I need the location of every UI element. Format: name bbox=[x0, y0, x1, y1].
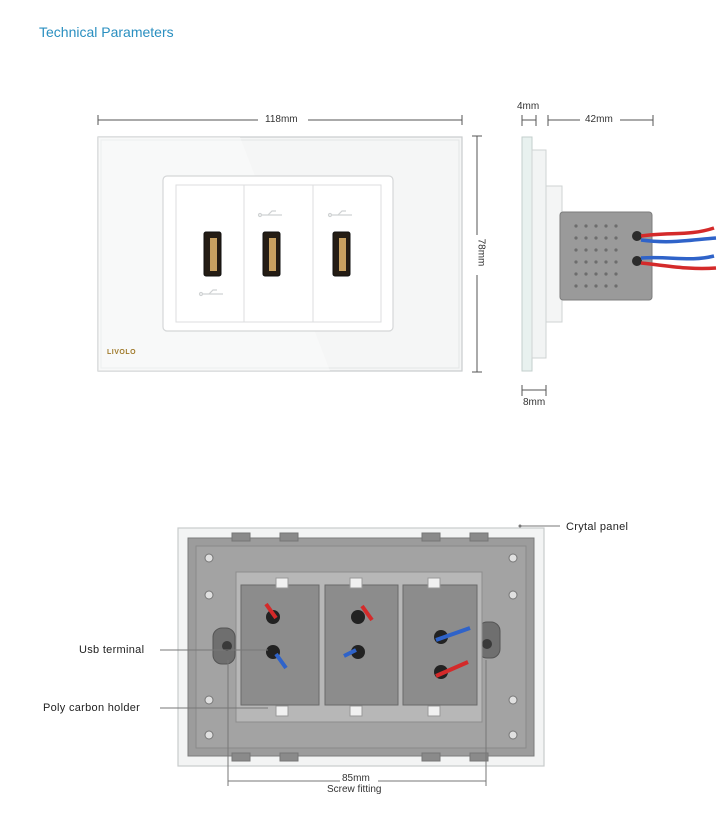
width-dimension-label: 118mm bbox=[265, 114, 298, 125]
usb-icon bbox=[198, 289, 223, 297]
screw-caption: Screw fitting bbox=[327, 784, 382, 795]
usb-module-2 bbox=[324, 577, 399, 717]
usb-terminal-label: Usb terminal bbox=[79, 644, 145, 656]
usb-module-1 bbox=[240, 577, 320, 717]
usb-port-1 bbox=[203, 231, 222, 277]
usb-port-2 bbox=[262, 231, 281, 277]
screw-distance-label: 85mm bbox=[342, 773, 370, 784]
holder-label: Poly carbon holder bbox=[43, 702, 141, 714]
screw-slot-right bbox=[477, 621, 501, 659]
usb-module-3 bbox=[402, 577, 478, 717]
usb-icon bbox=[257, 210, 282, 218]
height-dimension-label: 78mm bbox=[475, 238, 487, 267]
frame-thickness-label: 8mm bbox=[523, 397, 546, 408]
usb-port-3 bbox=[332, 231, 351, 277]
glass-thickness-label: 4mm bbox=[517, 101, 540, 112]
brand-logo: LIVOLO bbox=[107, 349, 137, 356]
front-view bbox=[97, 115, 482, 373]
back-view bbox=[160, 524, 560, 786]
crystal-panel-label: Crytal panel bbox=[566, 521, 629, 533]
screw-slot-left bbox=[212, 627, 236, 665]
side-view bbox=[521, 115, 717, 396]
page-title: Technical Parameters bbox=[39, 24, 174, 40]
usb-icon bbox=[327, 210, 352, 218]
depth-label: 42mm bbox=[585, 114, 613, 125]
